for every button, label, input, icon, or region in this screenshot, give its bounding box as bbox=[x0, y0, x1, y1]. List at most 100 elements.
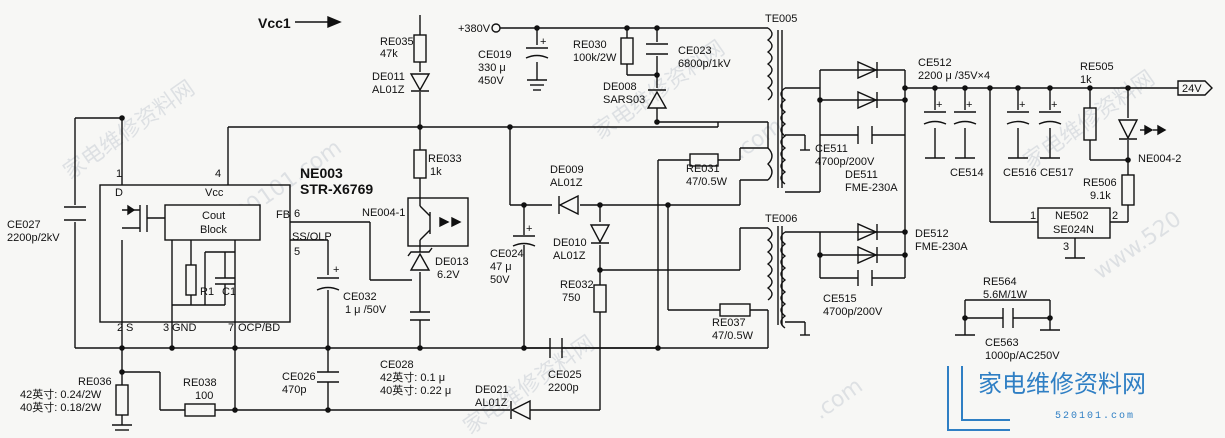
ne502-regulator: 1 2 3 NE502 SE024N bbox=[1030, 207, 1118, 259]
site-logo: 家电维修资料网 520101.com bbox=[947, 366, 1146, 431]
re031-value: 47/0.5W bbox=[686, 176, 728, 188]
ne004-2-led: NE004-2 bbox=[1117, 119, 1181, 165]
re030-value: 100k/2W bbox=[573, 52, 617, 64]
pin6-name: FB bbox=[276, 209, 290, 221]
ic-part-label: STR-X6769 bbox=[300, 181, 373, 197]
re030-resistor: RE030 100k/2W bbox=[573, 37, 634, 65]
ce517-label: CE517 bbox=[1040, 167, 1074, 179]
pin2-name: S bbox=[126, 322, 133, 334]
re564-ce563: RE564 5.6M/1W CE563 1000p/AC250V bbox=[955, 276, 1060, 362]
logo-text: 家电维修资料网 bbox=[978, 370, 1146, 398]
ce515-value: 4700p/200V bbox=[823, 306, 883, 318]
ce024-capacitor: + CE024 47 μ 50V bbox=[490, 223, 536, 286]
ce028-label: CE028 bbox=[380, 359, 414, 371]
ce563-label: CE563 bbox=[985, 337, 1019, 349]
junction-dots bbox=[119, 25, 1131, 413]
ce027-value: 2200p/2kV bbox=[7, 232, 60, 244]
de009-diode: DE009 AL01Z bbox=[550, 164, 584, 216]
re036-value1: 42英寸: 0.24/2W bbox=[20, 387, 102, 401]
svg-text:+: + bbox=[966, 99, 972, 111]
de013-zener: DE013 6.2V bbox=[407, 247, 469, 281]
ce563-value: 1000p/AC250V bbox=[985, 350, 1060, 362]
de011-diode: DE011 AL01Z bbox=[372, 71, 431, 96]
re033-value: 1k bbox=[430, 166, 442, 178]
ce516-label: CE516 bbox=[1003, 167, 1037, 179]
de511-value: FME-230A bbox=[845, 182, 898, 194]
v380-terminal bbox=[491, 23, 501, 33]
ce025-capacitor: CE025 2200p bbox=[548, 338, 582, 394]
pin1-name: D bbox=[115, 187, 123, 199]
re031-label: RE031 bbox=[686, 163, 720, 175]
de511-diodes: CE511 4700p/200V DE511 FME-230A bbox=[815, 60, 898, 194]
re506-label: RE506 bbox=[1083, 177, 1117, 189]
ic-ref-label: NE003 bbox=[300, 165, 343, 181]
ce027-label: CE027 bbox=[7, 219, 41, 231]
logo-url: 520101.com bbox=[1055, 411, 1135, 422]
re505-resistor: RE505 1k bbox=[1080, 61, 1114, 141]
ne004-1-label: NE004-1 bbox=[362, 207, 405, 219]
de008-diode: DE008 SARS03 bbox=[603, 81, 668, 109]
re505-value: 1k bbox=[1080, 74, 1092, 86]
ce511-value: 4700p/200V bbox=[815, 156, 875, 168]
de011-value: AL01Z bbox=[372, 84, 405, 96]
te005-label: TE005 bbox=[765, 13, 797, 25]
de013-value: 6.2V bbox=[437, 269, 460, 281]
ce515-label: CE515 bbox=[823, 293, 857, 305]
pin5-name: SS/OLP bbox=[292, 231, 332, 243]
re038-value: 100 bbox=[195, 390, 213, 402]
ne502-value: SE024N bbox=[1053, 224, 1094, 236]
pin3-number: 3 bbox=[163, 322, 169, 334]
de010-value: AL01Z bbox=[553, 250, 586, 262]
ce019-capacitor: + CE019 330 μ 450V bbox=[478, 36, 549, 91]
re038-label: RE038 bbox=[183, 377, 217, 389]
svg-text:+: + bbox=[540, 36, 546, 48]
svg-text:+: + bbox=[333, 264, 339, 276]
ce028-value1: 42英寸: 0.1 μ bbox=[380, 370, 445, 384]
ic-block-line2: Block bbox=[200, 224, 227, 236]
de512-label: DE512 bbox=[915, 228, 949, 240]
de008-label: DE008 bbox=[603, 81, 637, 93]
ce023-capacitor: CE023 6800p/1kV bbox=[646, 43, 731, 70]
re564-value: 5.6M/1W bbox=[983, 289, 1028, 301]
ce512-value: 2200 μ /35V×4 bbox=[918, 70, 990, 82]
ce028-label-group: CE028 42英寸: 0.1 μ 40英寸: 0.22 μ bbox=[380, 359, 451, 397]
re032-resistor: RE032 750 bbox=[560, 279, 607, 313]
re035-resistor: RE035 47k bbox=[380, 34, 427, 63]
de512-diodes: DE512 FME-230A CE515 4700p/200V bbox=[823, 222, 968, 318]
ce027-capacitor: CE027 2200p/2kV bbox=[7, 206, 86, 244]
pin2-number: 2 bbox=[117, 322, 123, 334]
re035-value: 47k bbox=[380, 48, 398, 60]
te005-transformer: TE005 bbox=[765, 13, 797, 188]
ce019-value2: 450V bbox=[478, 75, 504, 87]
pin3-name: GND bbox=[172, 322, 197, 334]
ce514-label: CE514 bbox=[950, 167, 984, 179]
ne502-pin1: 1 bbox=[1030, 210, 1036, 222]
de021-value: AL01Z bbox=[475, 397, 508, 409]
ic-block-line1: Cout bbox=[202, 210, 225, 222]
svg-text:+: + bbox=[1019, 99, 1025, 111]
de511-label: DE511 bbox=[845, 169, 878, 181]
re031-resistor: RE031 47/0.5W bbox=[686, 153, 728, 188]
svg-text:.com: .com bbox=[729, 113, 788, 164]
re035-label: RE035 bbox=[380, 36, 414, 48]
de008-value: SARS03 bbox=[603, 94, 645, 106]
re036-value2: 40英寸: 0.18/2W bbox=[20, 400, 102, 414]
ce023-value: 6800p/1kV bbox=[678, 58, 731, 70]
output-24v-terminal: 24V bbox=[1177, 80, 1213, 96]
c1-label: C1 bbox=[222, 286, 236, 298]
re030-label: RE030 bbox=[573, 39, 607, 51]
re506-resistor: RE506 9.1k bbox=[1083, 174, 1135, 206]
ce024-value1: 47 μ bbox=[490, 261, 512, 273]
ce026-label: CE026 bbox=[282, 371, 316, 383]
te006-label: TE006 bbox=[765, 213, 797, 225]
ic-ne003: NE003 STR-X6769 Cout Block 1 D 4 Vcc 6 F… bbox=[99, 165, 373, 334]
re037-value: 47/0.5W bbox=[712, 330, 754, 342]
r1-label: R1 bbox=[200, 286, 214, 298]
ce025-label: CE025 bbox=[548, 369, 582, 381]
ce512-capacitor-bank: + + + + CE512 2200 μ /35V×4 CE514 CE516 … bbox=[918, 57, 1074, 179]
svg-text:家电维修资料网: 家电维修资料网 bbox=[59, 76, 200, 185]
ce032-label: CE032 bbox=[343, 291, 377, 303]
ne004-2-label: NE004-2 bbox=[1138, 153, 1181, 165]
ce026-capacitor: CE026 470p bbox=[282, 371, 339, 396]
